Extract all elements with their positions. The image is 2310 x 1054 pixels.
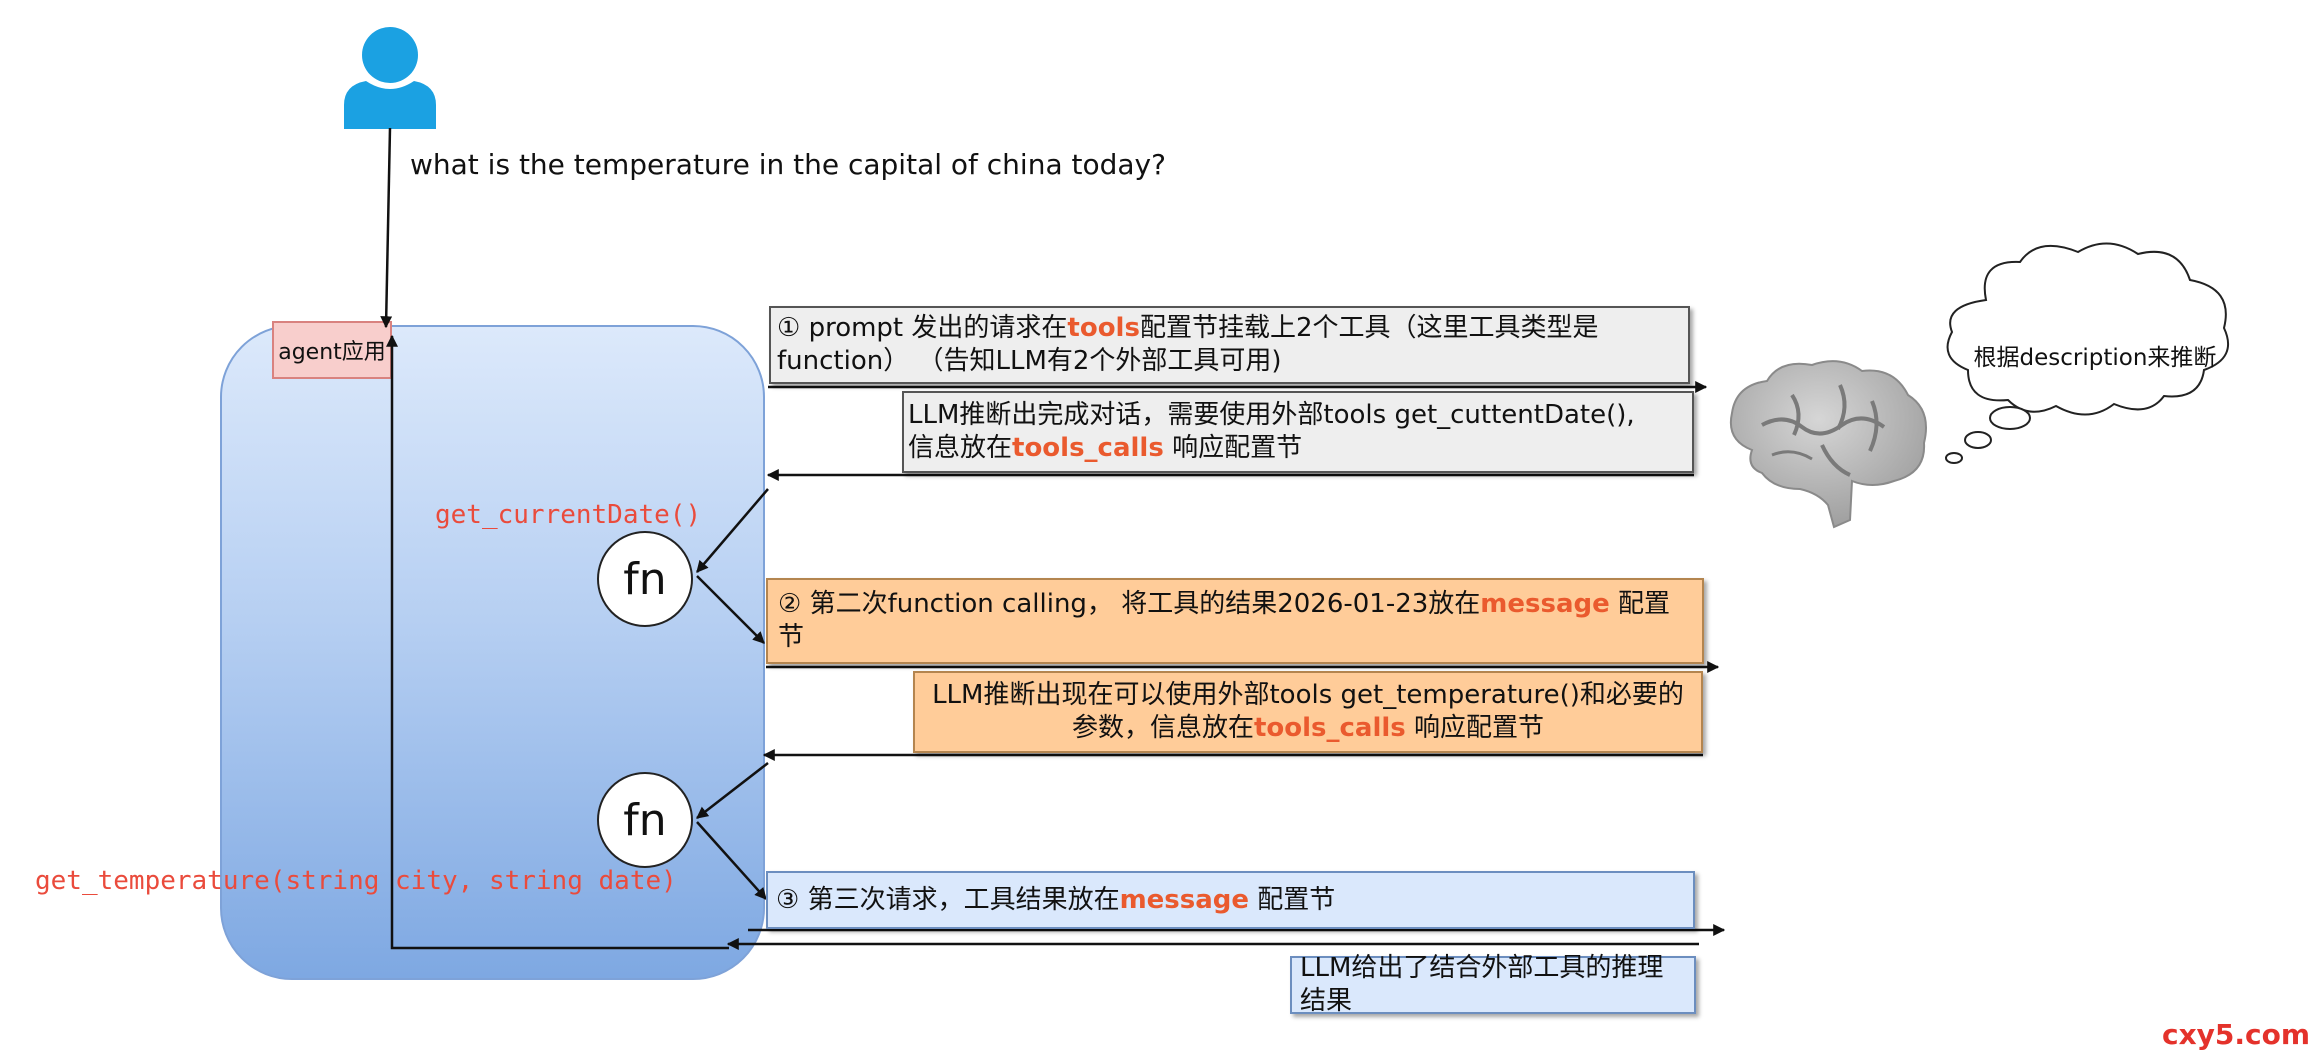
step3-prefix: ③ 第三次请求，工具结果放在 xyxy=(776,884,1120,915)
reply2-line2: 参数，信息放在tools_calls 响应配置节 xyxy=(1071,713,1545,743)
step3-highlight: message xyxy=(1119,884,1250,915)
arrow-user-to-agent xyxy=(380,127,393,329)
reply1-line1: LLM推断出完成对话，需要使用外部tools get_cuttentDate()… xyxy=(908,400,1635,430)
step1-prefix: ① prompt 发出的请求在 xyxy=(777,313,1068,343)
reply3-box: LLM给出了结合外部工具的推理结果 xyxy=(1290,953,1696,1016)
step2-highlight: message xyxy=(1480,589,1610,619)
watermark: cxy5.com xyxy=(2162,1018,2310,1051)
step2-request-box: ② 第二次function calling， 将工具的结果2026-01-23放… xyxy=(766,578,1704,664)
fn-circle-current-date: fn xyxy=(597,531,693,627)
user-icon xyxy=(344,27,436,129)
reply1-highlight: tools_calls xyxy=(1012,433,1164,463)
step1-request-box: ① prompt 发出的请求在tools配置节挂载上2个工具（这里工具类型是fu… xyxy=(769,306,1690,384)
thought-cloud-icon xyxy=(1945,242,2229,464)
reply2-box: LLM推断出现在可以使用外部tools get_temperature()和必要… xyxy=(913,671,1703,753)
step3-request-box: ③ 第三次请求，工具结果放在message 配置节 xyxy=(766,871,1695,929)
step2-suffix: 配置节 xyxy=(778,589,1671,652)
brain-icon xyxy=(1730,360,1927,529)
step1-highlight: tools xyxy=(1067,313,1140,343)
step2-prefix: ② 第二次function calling， 将工具的结果2026-01-23放… xyxy=(778,589,1481,619)
agent-app-label: agent应用 xyxy=(272,321,392,379)
reply2-highlight: tools_calls xyxy=(1253,713,1406,743)
llm-thought-text: 根据description来推断 xyxy=(1973,345,2217,371)
user-question: what is the temperature in the capital o… xyxy=(410,148,1166,181)
fn-circle-temperature: fn xyxy=(597,772,693,868)
step1-suffix: 配置节挂载上2个工具（这里工具类型是function） （告知LLM有2个外部工… xyxy=(777,313,1599,376)
get-current-date-signature: get_currentDate() xyxy=(435,500,702,530)
reply1-line2: 信息放在tools_calls 响应配置节 xyxy=(908,433,1303,463)
get-temperature-signature: get_temperature(string city, string date… xyxy=(35,866,677,896)
reply2-line1: LLM推断出现在可以使用外部tools get_temperature()和必要… xyxy=(932,680,1684,710)
reply1-box: LLM推断出完成对话，需要使用外部tools get_cuttentDate()… xyxy=(902,391,1694,473)
step3-suffix: 配置节 xyxy=(1249,884,1336,915)
